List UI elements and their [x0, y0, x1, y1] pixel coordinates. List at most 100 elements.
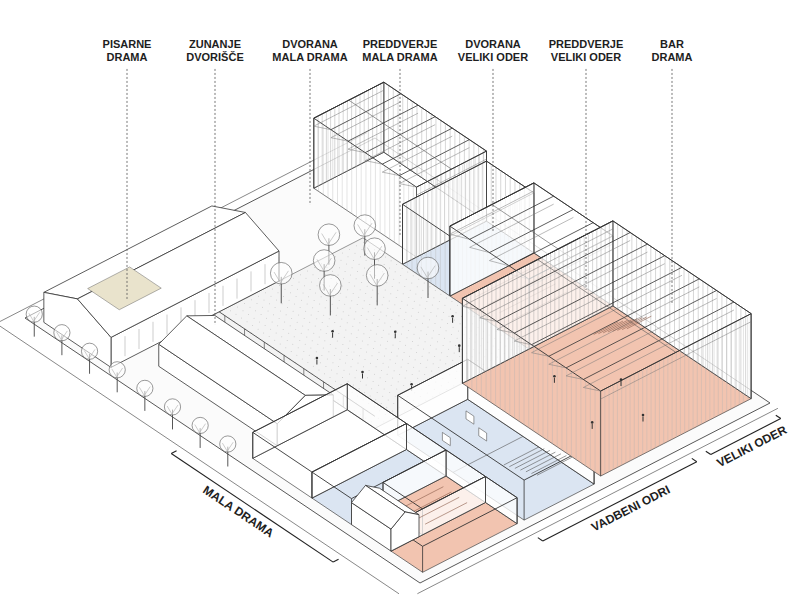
paving-dot	[393, 312, 394, 313]
paving-dot	[396, 389, 397, 390]
building-line	[590, 384, 591, 469]
paving-dot	[350, 366, 351, 367]
tree-crown	[81, 343, 97, 359]
paving-dot	[409, 323, 410, 324]
building-face	[159, 316, 306, 424]
building-line	[663, 359, 664, 444]
paving-dot	[399, 374, 400, 375]
building-line	[521, 268, 522, 353]
paving-dot	[392, 345, 393, 346]
paving-dot	[356, 370, 357, 371]
building-line	[483, 288, 484, 373]
paving-dot	[327, 359, 328, 360]
paving-dot	[389, 301, 390, 302]
building-line	[479, 290, 480, 375]
paving-dot	[364, 392, 365, 393]
paving-dot	[308, 296, 309, 297]
person	[362, 374, 363, 379]
building-line	[462, 221, 613, 298]
person	[316, 360, 317, 365]
building-line	[407, 98, 408, 168]
paving-dot	[316, 351, 317, 352]
building-line	[547, 356, 548, 441]
paving-dot	[371, 355, 372, 356]
paving-dot	[394, 304, 395, 305]
paving-dot	[391, 352, 392, 353]
stair-step	[627, 316, 652, 329]
paving-dot	[366, 260, 367, 261]
bracket-tick	[706, 451, 711, 454]
paving-dot	[361, 315, 362, 316]
building-line	[251, 271, 252, 291]
paving-dot	[419, 304, 420, 305]
paving-dot	[290, 325, 291, 326]
paving-dot	[448, 316, 449, 317]
building-line	[318, 116, 319, 186]
paving-dot	[382, 304, 383, 305]
paving-dot	[326, 333, 327, 334]
paving-dot	[258, 296, 259, 297]
paving-dot	[444, 305, 445, 306]
paving-dot	[432, 305, 433, 306]
stair-step	[504, 447, 539, 465]
building-line	[368, 90, 369, 160]
paving-dot	[454, 352, 455, 353]
building-face	[25, 138, 770, 583]
paving-dot	[369, 304, 370, 305]
person	[361, 371, 364, 374]
building-line	[538, 260, 676, 353]
paving-dot	[336, 373, 337, 374]
paving-dot	[385, 290, 386, 291]
building-line	[445, 233, 446, 293]
paving-dot	[381, 370, 382, 371]
paving-dot	[369, 370, 370, 371]
person	[394, 330, 397, 333]
paving-dot	[392, 410, 393, 411]
paving-dot	[444, 338, 445, 339]
paving-dot	[457, 305, 458, 306]
paving-dot	[437, 341, 438, 342]
section-label: MALA DRAMA	[198, 482, 279, 542]
stair-step	[520, 452, 555, 470]
person	[459, 347, 460, 352]
paving-dot	[384, 355, 385, 356]
building-line	[735, 322, 736, 407]
building-line	[747, 315, 748, 400]
paving-dot	[320, 329, 321, 330]
paving-dot	[461, 349, 462, 350]
paving-dot	[360, 256, 361, 257]
space-label: DVORANA MALA DRAMA	[268, 38, 352, 64]
paving-dot	[426, 334, 427, 335]
paving-dot	[404, 319, 405, 320]
section-bracket	[538, 458, 697, 541]
building-line	[450, 234, 470, 239]
paving-dot	[433, 297, 434, 298]
paving-dot	[429, 286, 430, 287]
paving-dot	[323, 348, 324, 349]
paving-dot	[326, 300, 327, 301]
building-line	[398, 92, 399, 162]
paving-dot	[342, 286, 343, 287]
tree-crown	[192, 417, 208, 433]
paving-dot	[378, 293, 379, 294]
paving-dot	[353, 293, 354, 294]
building-line	[334, 107, 335, 177]
building-line	[410, 200, 411, 260]
paving-dot	[276, 300, 277, 301]
paving-dot	[378, 260, 379, 261]
paving-dot	[325, 366, 326, 367]
paving-dot	[364, 359, 365, 360]
building-line	[342, 137, 343, 207]
paving-dot	[265, 292, 266, 293]
paving-dot	[403, 293, 404, 294]
paving-dot	[352, 326, 353, 327]
paving-dot	[300, 307, 301, 308]
person	[458, 344, 461, 347]
building-line	[680, 350, 681, 435]
paving-dot	[423, 316, 424, 317]
building-line	[525, 266, 526, 351]
paving-dot	[392, 377, 393, 378]
building-line	[330, 110, 331, 180]
label-anchor: MALA DRAMA	[198, 482, 279, 542]
paving-dot	[387, 308, 388, 309]
